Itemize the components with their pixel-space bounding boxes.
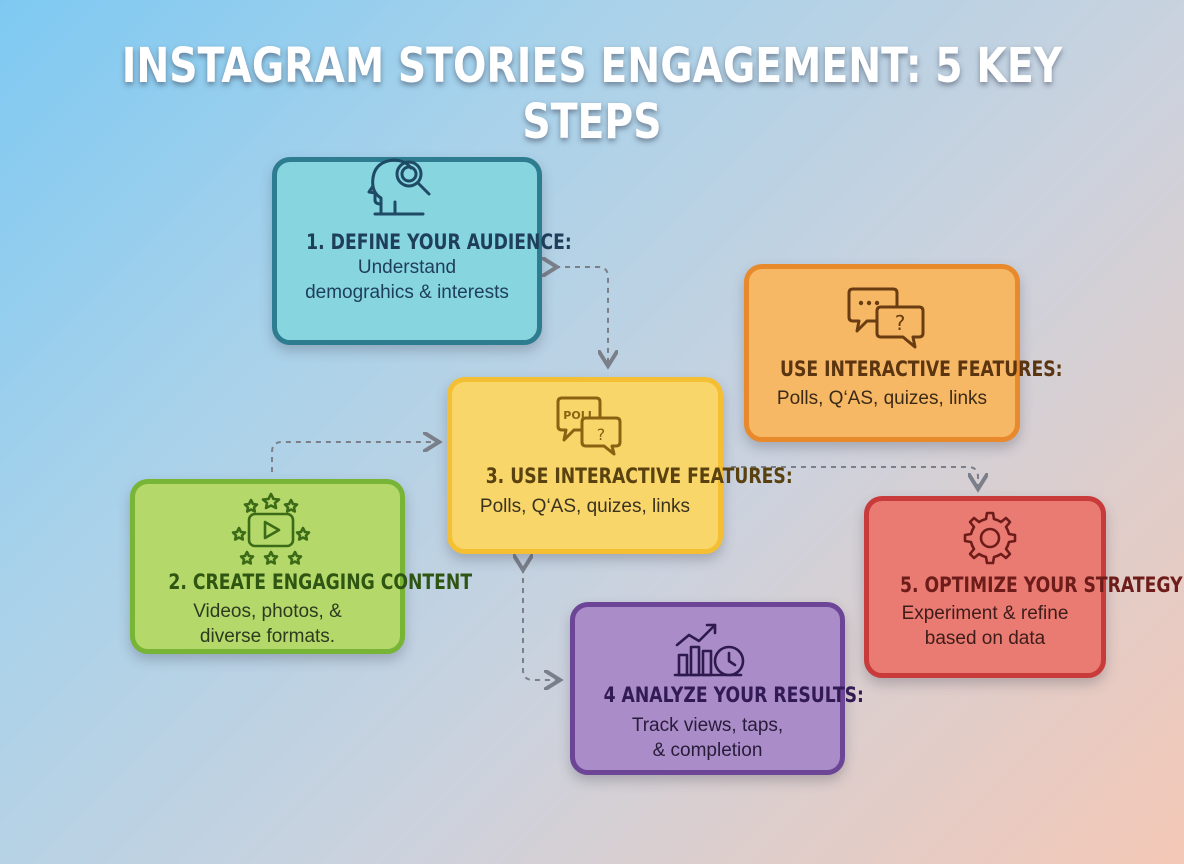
step-interactive-text: Polls, Q‘AS, quizes, links [479,496,691,517]
chat-question-icon: ? [847,287,925,349]
step-analyze-heading: 4 ANALYZE YOUR RESULTS: [603,683,864,707]
connector-create-interactive [271,442,437,472]
step-define-text: Understand demograhics & interests [305,257,509,303]
poll-chat-icon: POLL ? [556,396,622,456]
video-stars-icon [231,492,311,565]
step-create-content-card: 2. CREATE ENGAGING CONTENT Videos, photo… [130,479,473,654]
svg-text:?: ? [597,425,606,444]
step-interactive-top-heading: USE INTERACTIVE FEATURES: [780,357,1063,381]
step-interactive-top-text: Polls, Q‘AS, quizes, links [776,388,988,409]
step-optimize-heading: 5. OPTIMIZE YOUR STRATEGY [900,573,1183,597]
connector-interactive-optimize [731,466,978,487]
chart-clock-icon [673,623,745,677]
gear-icon [963,511,1017,565]
step-define-heading: 1. DEFINE YOUR AUDIENCE: [306,230,572,254]
step-analyze-results-card: 4 ANALYZE YOUR RESULTS: Track views, tap… [570,602,864,775]
step-use-interactive-features-card: POLL ? 3. USE INTERACTIVE FEATURES: Poll… [447,377,793,554]
step-optimize-text: Experiment & refine based on data [901,603,1069,649]
head-magnifier-icon [367,158,431,216]
step-optimize-strategy-card: 5. OPTIMIZE YOUR STRATEGY Experiment & r… [864,496,1183,678]
step-analyze-text: Track views, taps, & completion [631,715,784,761]
connector-define-interactive [555,267,608,364]
connector-interactive-analyze [523,568,558,680]
page-title: INSTAGRAM STORIES ENGAGEMENT: 5 KEY STEP… [121,38,1063,150]
poll-label: POLL [563,409,594,422]
step-define-audience-card: 1. DEFINE YOUR AUDIENCE: Understand demo… [272,157,572,345]
step-interactive-heading: 3. USE INTERACTIVE FEATURES: [485,464,793,488]
step-interactive-features-top-card: ? USE INTERACTIVE FEATURES: Polls, Q‘AS,… [744,264,1063,442]
svg-text:?: ? [895,311,906,335]
step-create-text: Videos, photos, & diverse formats. [193,601,342,647]
step-create-heading: 2. CREATE ENGAGING CONTENT [168,570,473,594]
